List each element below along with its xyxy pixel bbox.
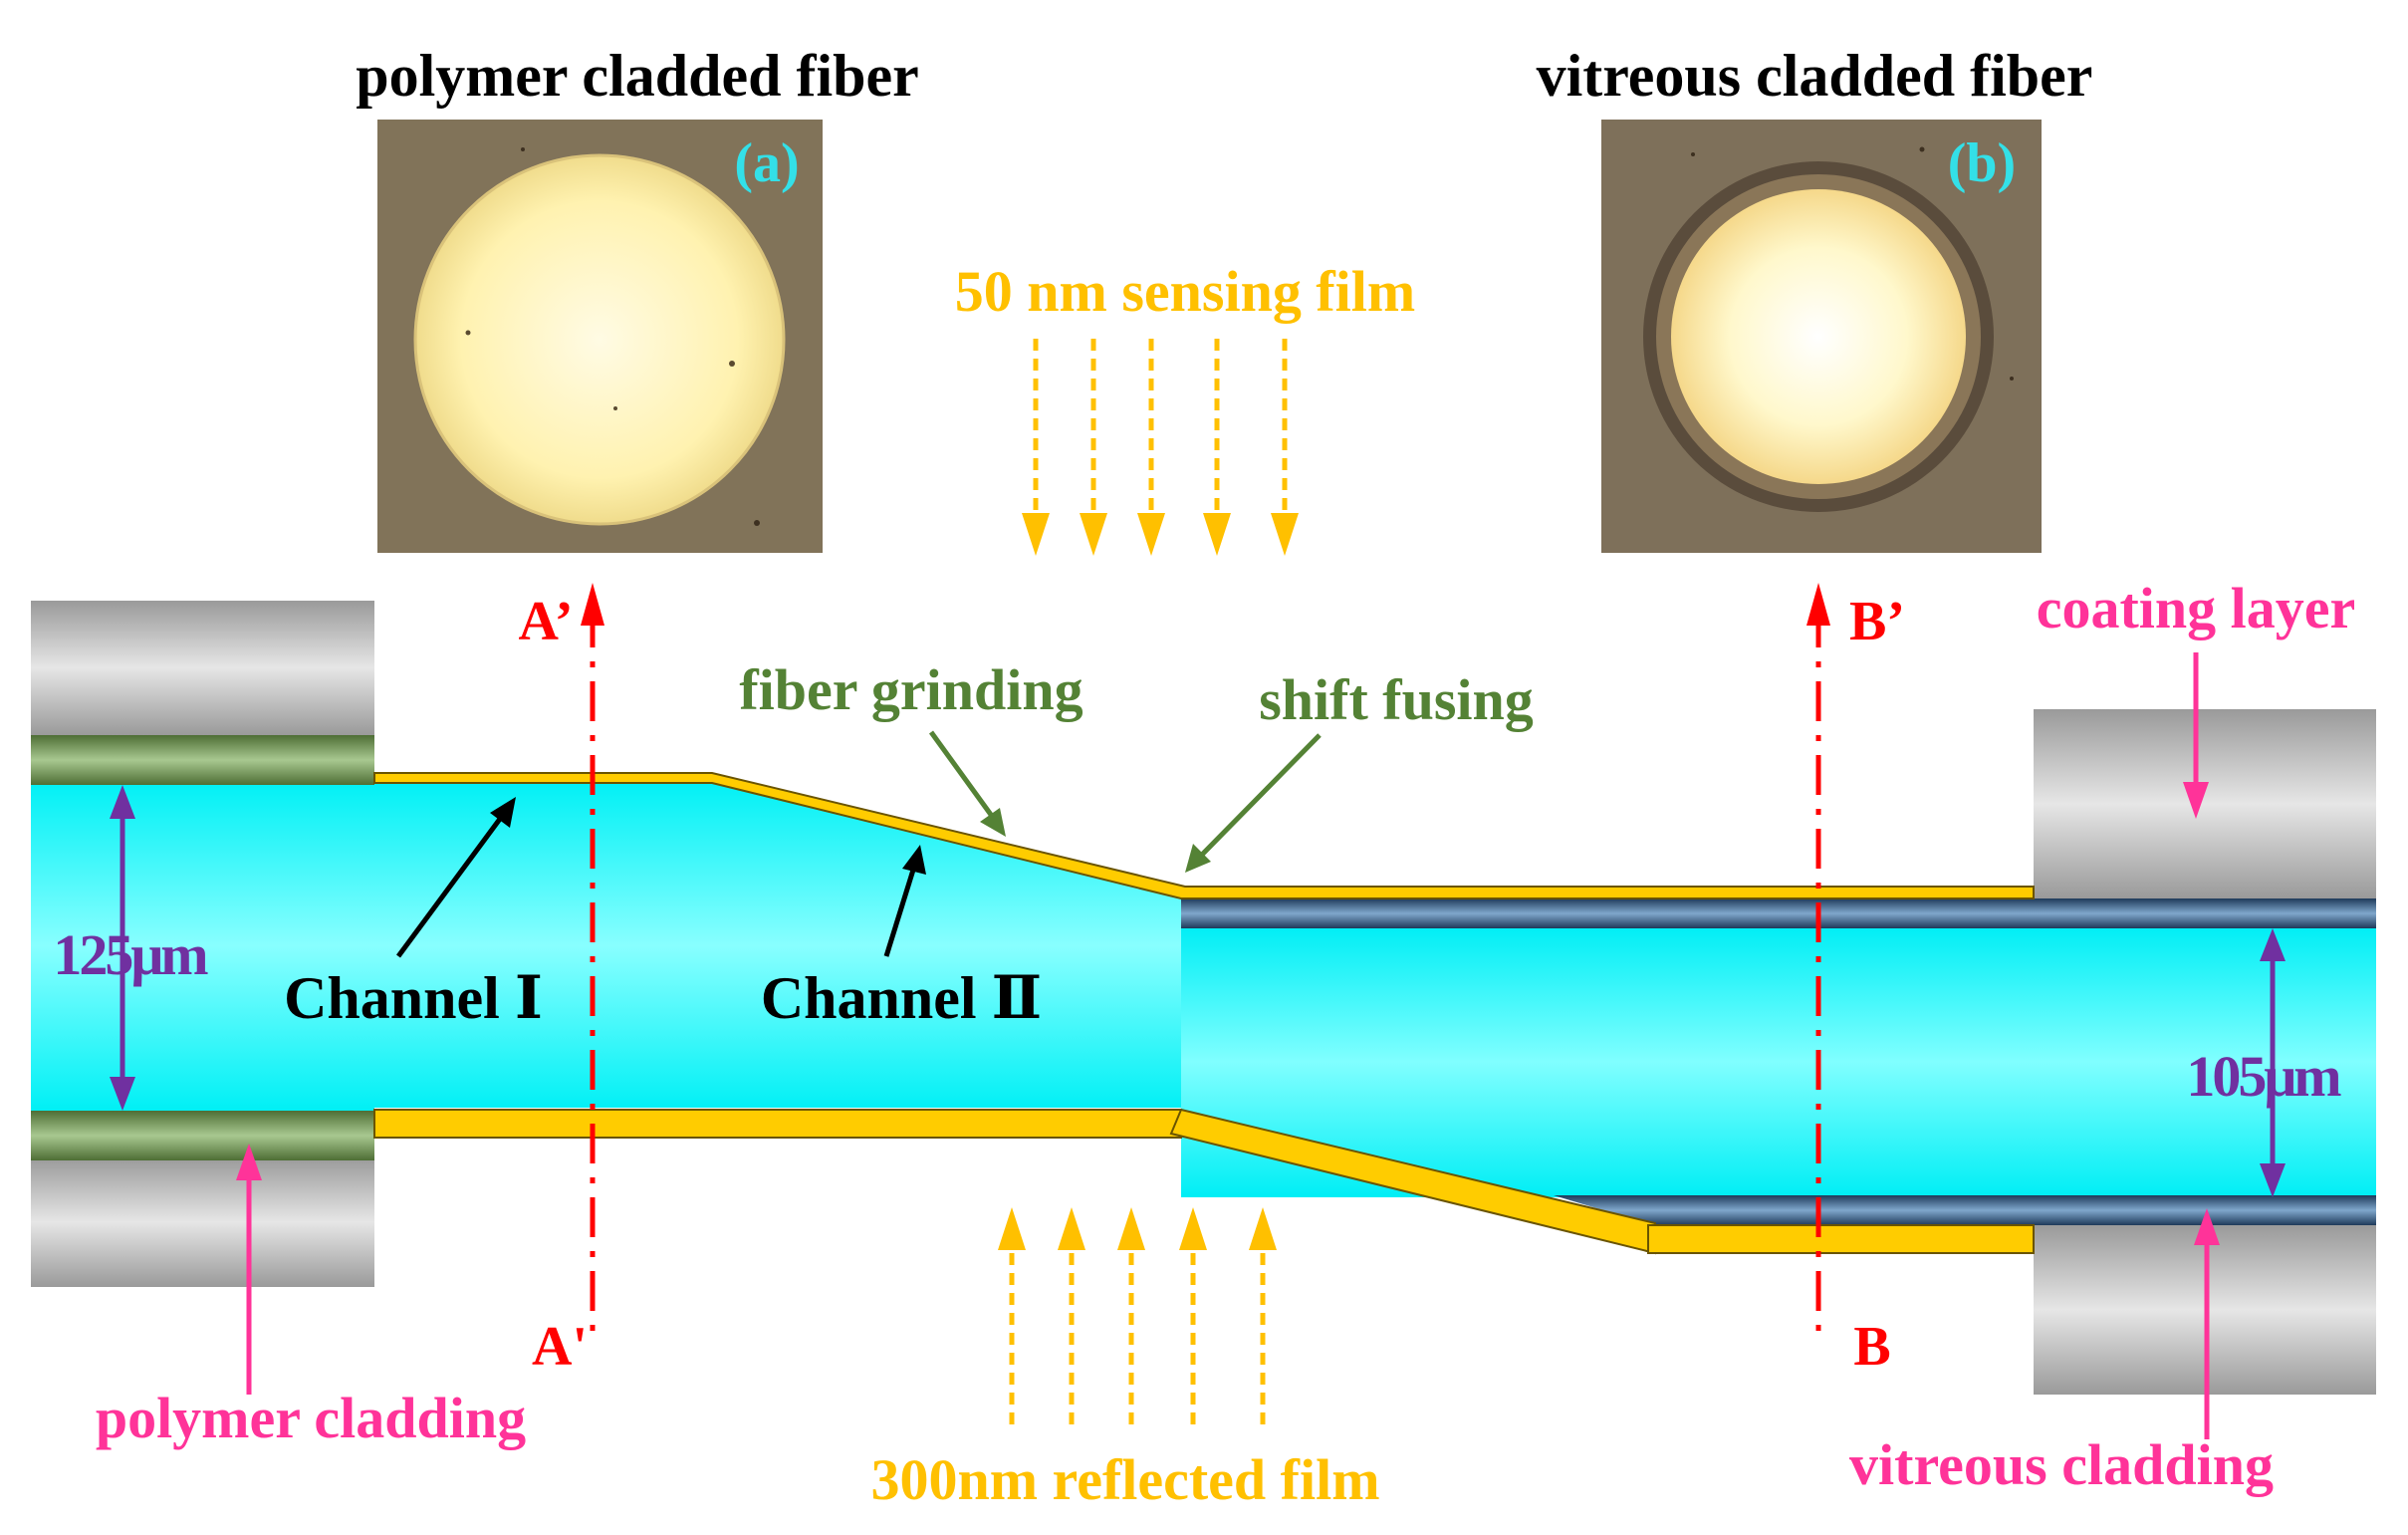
right-diameter-marker [2260,928,2286,1197]
channel-two-arrow [883,845,926,957]
sensing-film-arrowheads [1022,513,1299,556]
micrograph-a-tag: (a) [734,132,799,194]
heading-polymer-cladded-fiber: polymer cladded fiber [356,43,919,109]
heading-vitreous-cladded-fiber: vitreous cladded fiber [1537,43,2093,109]
micrograph-a [377,120,823,553]
left-core [31,781,1185,1111]
right-vitreous-cladding-top [1181,898,2376,928]
reflected-film-arrowheads [998,1207,1277,1250]
right-diameter-label: 105μm [2186,1044,2341,1109]
coating-layer-arrow [2183,652,2209,819]
shift-fusing-arrow [1185,733,1322,873]
shift-fusing-label: shift fusing [1259,667,1534,732]
vitreous-cladding-arrow [2194,1208,2220,1439]
right-coating-top [2034,709,2376,898]
left-diameter-marker [110,785,135,1111]
channel-two-label: Channel Ⅱ [761,965,1042,1031]
right-core [1181,926,2376,1197]
micrograph-b [1601,120,2042,553]
channel-one-label: Channel Ⅰ [284,965,543,1031]
section-a-top-label: A’ [519,591,574,652]
reflected-film-layer [373,1108,2035,1255]
section-b-bottom-label: B [1853,1316,1890,1378]
reflected-film-label: 300nm reflected film [870,1447,1379,1512]
left-diameter-label: 125μm [53,922,208,987]
reflected-film-arrows [1009,1245,1266,1424]
section-a-arrowhead [581,583,604,626]
section-b-arrowhead [1806,583,1830,626]
left-coating-top [31,601,374,735]
vitreous-cladding-label: vitreous cladding [1849,1432,2274,1497]
sensing-film-layer [373,772,2035,899]
fiber-grinding-label: fiber grinding [739,657,1083,722]
channel-one-arrow [395,797,516,958]
left-polymer-cladding-top [31,735,374,785]
left-coating-bottom [31,1157,374,1287]
polymer-cladding-arrow [236,1144,262,1395]
right-vitreous-cladding-bottom [1554,1195,2376,1225]
fiber-grinding-arrow [928,730,1006,837]
left-polymer-cladding-bottom [31,1111,374,1160]
sensing-film-arrows [1033,339,1288,518]
micrograph-b-tag: (b) [1948,132,2016,194]
section-b-top-label: B’ [1849,591,1905,652]
section-a-bottom-label: A' [532,1316,588,1378]
sensing-film-label: 50 nm sensing film [955,259,1415,324]
polymer-cladding-label: polymer cladding [96,1386,526,1450]
coating-layer-label: coating layer [2037,576,2356,640]
